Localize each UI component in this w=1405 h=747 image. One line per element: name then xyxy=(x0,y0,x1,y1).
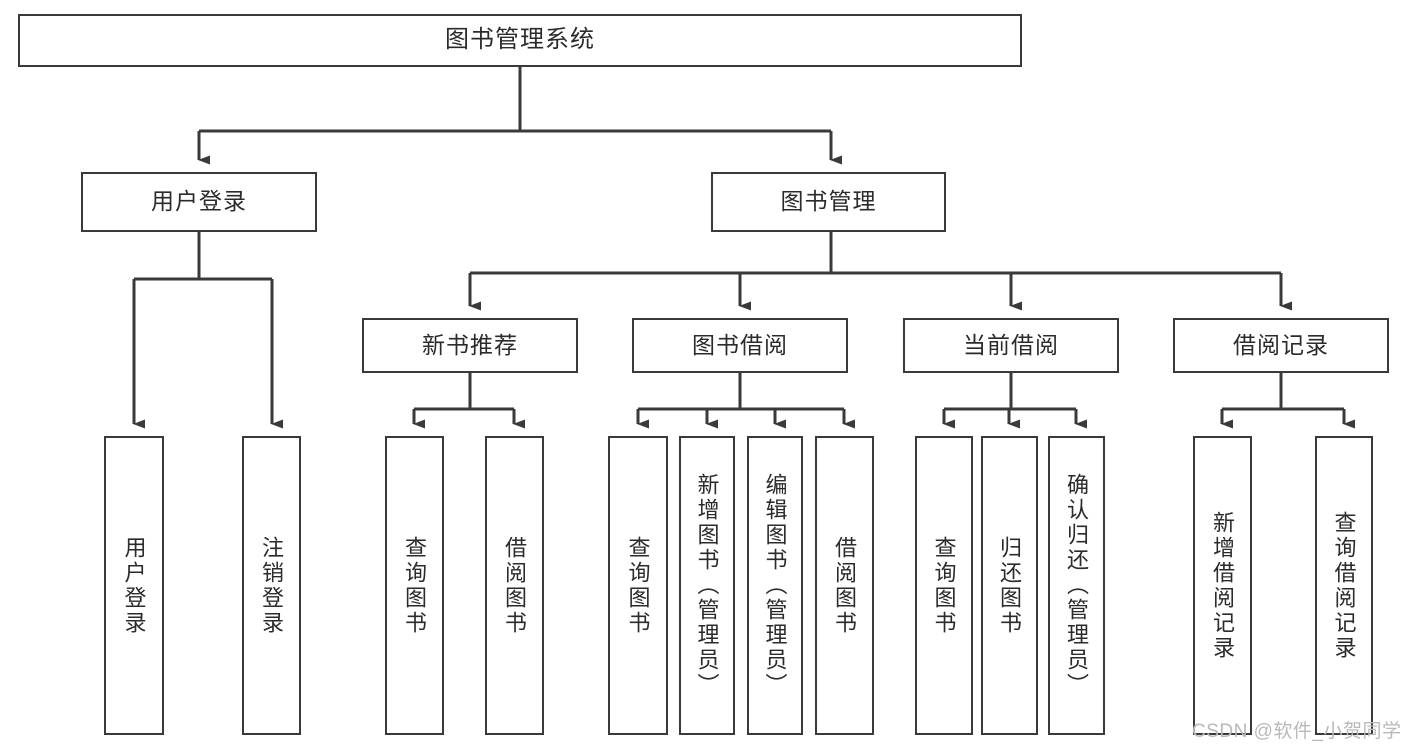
node-leaf-query-book-cur[interactable]: 查询图书 xyxy=(915,436,973,735)
node-leaf-add-book-label: 新增图书（管理员） xyxy=(694,473,720,698)
node-leaf-user-login-label: 用户登录 xyxy=(121,535,147,636)
node-root-label: 图书管理系统 xyxy=(445,26,595,54)
node-leaf-query-book-cur-label: 查询图书 xyxy=(931,535,957,636)
node-user-login-label: 用户登录 xyxy=(151,188,247,215)
node-borrow-record-label: 借阅记录 xyxy=(1233,331,1329,358)
node-book-manage[interactable]: 图书管理 xyxy=(711,172,946,232)
node-book-manage-label: 图书管理 xyxy=(780,188,877,215)
node-leaf-add-record[interactable]: 新增借阅记录 xyxy=(1193,436,1252,735)
node-leaf-edit-book[interactable]: 编辑图书（管理员） xyxy=(747,436,803,735)
node-new-book-rec-label: 新书推荐 xyxy=(422,331,518,358)
node-leaf-logout-label: 注销登录 xyxy=(259,535,285,636)
node-leaf-query-book-borrow[interactable]: 查询图书 xyxy=(608,436,668,735)
node-leaf-query-record-label: 查询借阅记录 xyxy=(1331,510,1357,661)
node-leaf-confirm-return[interactable]: 确认归还（管理员） xyxy=(1048,436,1105,735)
node-leaf-add-record-label: 新增借阅记录 xyxy=(1210,510,1236,661)
node-leaf-user-login[interactable]: 用户登录 xyxy=(104,436,164,735)
node-leaf-logout[interactable]: 注销登录 xyxy=(242,436,301,735)
node-leaf-borrow-book-rec[interactable]: 借阅图书 xyxy=(485,436,544,735)
node-leaf-borrow-book[interactable]: 借阅图书 xyxy=(815,436,874,735)
node-leaf-query-record[interactable]: 查询借阅记录 xyxy=(1315,436,1373,735)
node-leaf-add-book[interactable]: 新增图书（管理员） xyxy=(679,436,735,735)
node-leaf-return-book[interactable]: 归还图书 xyxy=(981,436,1038,735)
node-book-borrow-label: 图书借阅 xyxy=(692,331,788,358)
node-leaf-query-book-borrow-label: 查询图书 xyxy=(625,535,651,636)
node-borrow-record[interactable]: 借阅记录 xyxy=(1173,318,1389,373)
node-leaf-borrow-book-rec-label: 借阅图书 xyxy=(502,535,528,636)
node-new-book-rec[interactable]: 新书推荐 xyxy=(362,318,578,373)
node-user-login[interactable]: 用户登录 xyxy=(81,172,317,232)
node-current-borrow-label: 当前借阅 xyxy=(963,331,1059,358)
node-leaf-query-book-rec-label: 查询图书 xyxy=(402,535,428,636)
node-leaf-return-book-label: 归还图书 xyxy=(997,535,1023,636)
watermark-csdn: CSDN @软件_小贺同学 xyxy=(1192,721,1402,742)
node-book-borrow[interactable]: 图书借阅 xyxy=(632,318,848,373)
node-root[interactable]: 图书管理系统 xyxy=(18,14,1022,67)
node-leaf-query-book-rec[interactable]: 查询图书 xyxy=(385,436,444,735)
node-leaf-edit-book-label: 编辑图书（管理员） xyxy=(762,473,788,698)
node-current-borrow[interactable]: 当前借阅 xyxy=(903,318,1119,373)
node-leaf-confirm-return-label: 确认归还（管理员） xyxy=(1064,473,1090,698)
node-leaf-borrow-book-label: 借阅图书 xyxy=(832,535,858,636)
